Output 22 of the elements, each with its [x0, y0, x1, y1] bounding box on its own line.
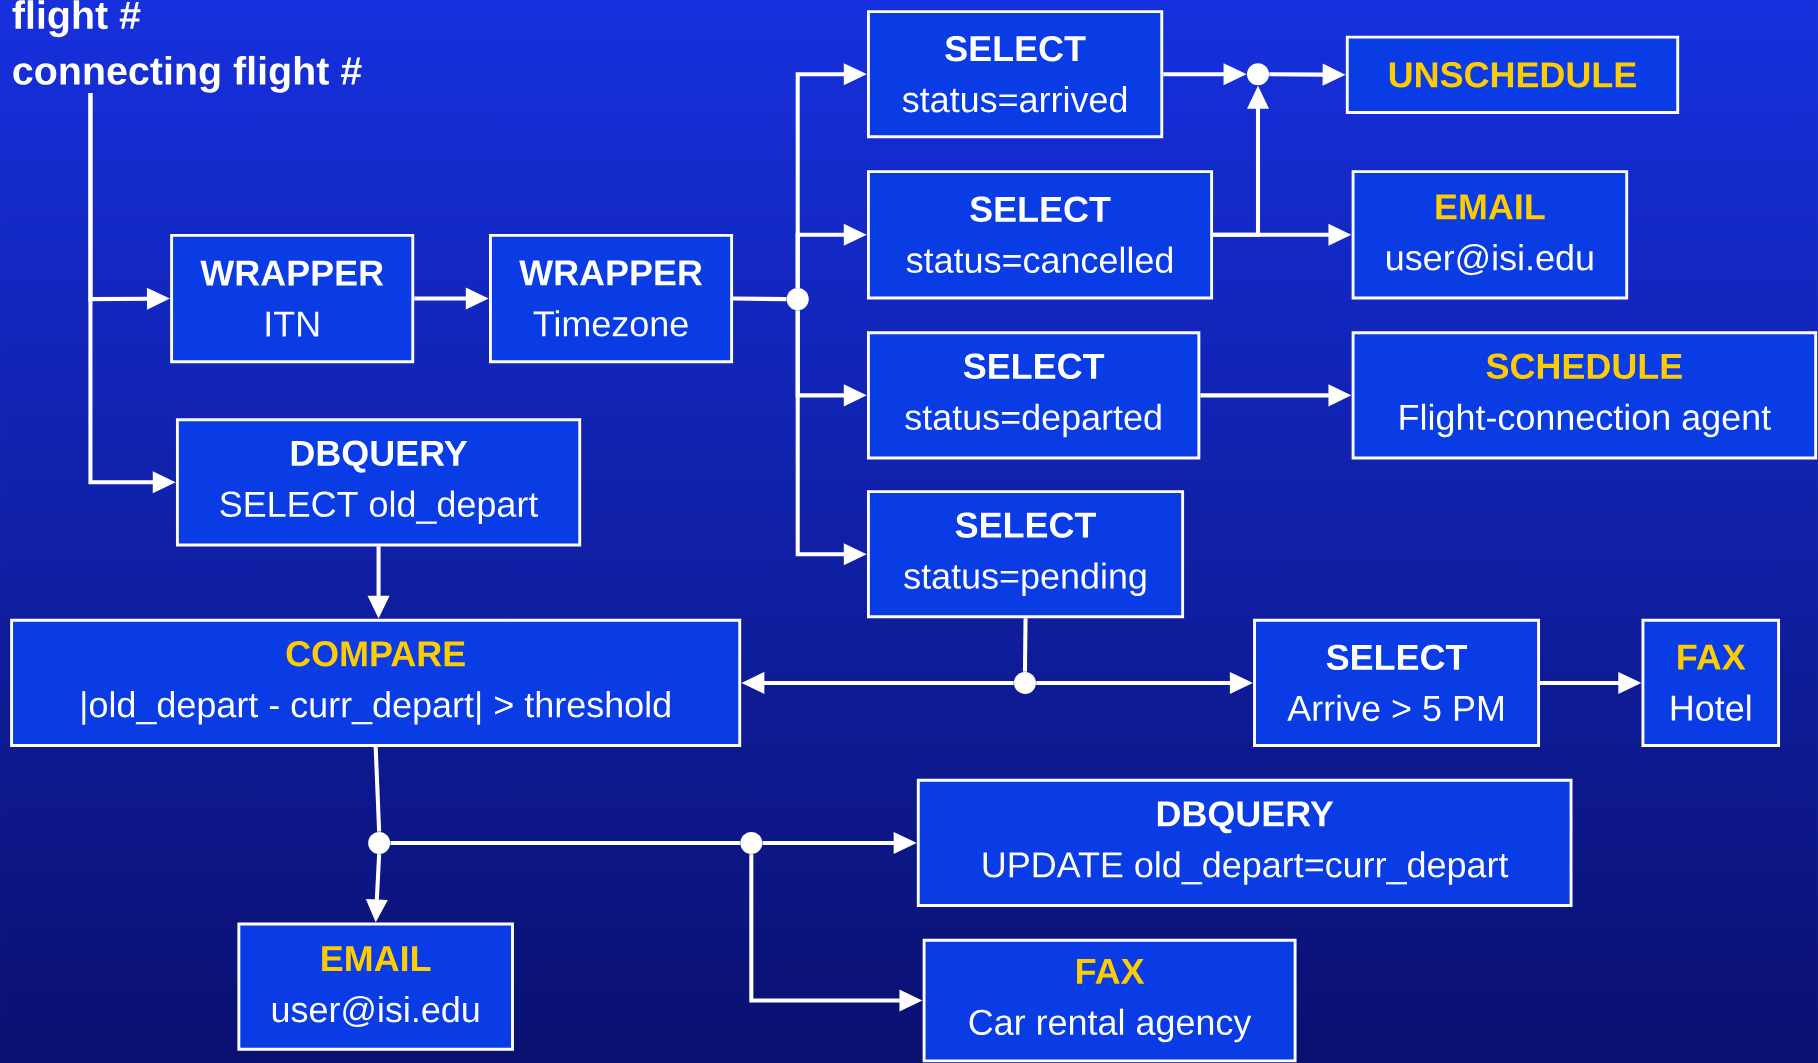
process-box: SELECT Arrive > 5 PM: [1253, 618, 1541, 747]
junction-dot: [368, 831, 391, 854]
process-box: SCHEDULE Flight-connection agent: [1351, 331, 1818, 460]
junction-dot: [786, 288, 809, 311]
input-label: flight # connecting flight #: [12, 0, 362, 93]
junction-dot: [1013, 671, 1036, 694]
process-box: DBQUERY SELECT old_depart: [175, 418, 582, 547]
junction-dot: [1247, 63, 1269, 86]
process-box: UNSCHEDULE: [1345, 35, 1680, 114]
process-box: WRAPPER Timezone: [489, 233, 734, 364]
process-box: SELECT status=pending: [866, 490, 1185, 619]
process-box: DBQUERY UPDATE old_depart=curr_depart: [916, 778, 1573, 907]
process-box: SELECT status=cancelled: [866, 170, 1214, 300]
process-box: FAX Car rental agency: [922, 938, 1297, 1063]
process-box: FAX Hotel: [1641, 618, 1781, 747]
process-box: WRAPPER ITN: [170, 233, 415, 364]
process-box: COMPARE |old_depart - curr_depart| > threshold: [10, 618, 742, 747]
process-box: SELECT status=arrived: [866, 10, 1164, 139]
process-box: SELECT status=departed: [866, 331, 1201, 460]
junction-dot: [740, 831, 763, 854]
process-box: EMAIL user@isi.edu: [1351, 170, 1629, 300]
process-box: EMAIL user@isi.edu: [237, 922, 514, 1051]
